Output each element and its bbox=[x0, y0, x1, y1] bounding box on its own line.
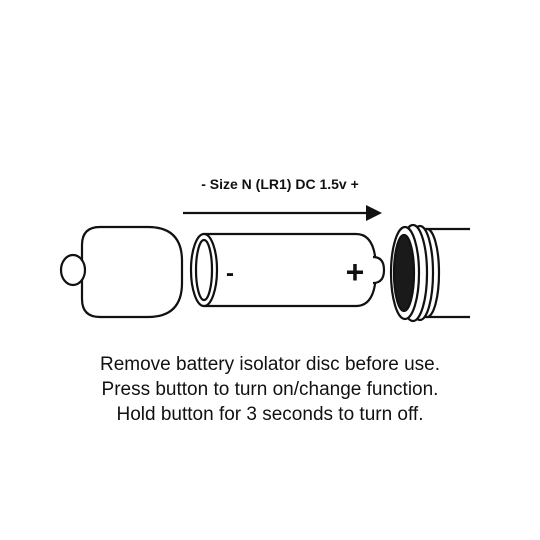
insertion-arrow bbox=[183, 205, 382, 221]
end-cap bbox=[59, 225, 184, 319]
instruction-line-1: Remove battery isolator disc before use. bbox=[99, 354, 441, 375]
negative-symbol: - bbox=[226, 260, 234, 287]
battery-size-label: - Size N (LR1) DC 1.5v + bbox=[201, 176, 359, 192]
battery-opening bbox=[392, 233, 416, 313]
instructions-text: Remove battery isolator disc before use.… bbox=[40, 352, 500, 427]
battery bbox=[189, 232, 386, 308]
device-body bbox=[389, 223, 470, 323]
instruction-line-2: Press button to turn on/change function. bbox=[101, 379, 439, 400]
instruction-line-3: Hold button for 3 seconds to turn off. bbox=[116, 404, 424, 425]
cap-button bbox=[59, 253, 87, 287]
positive-symbol: + bbox=[346, 254, 365, 290]
